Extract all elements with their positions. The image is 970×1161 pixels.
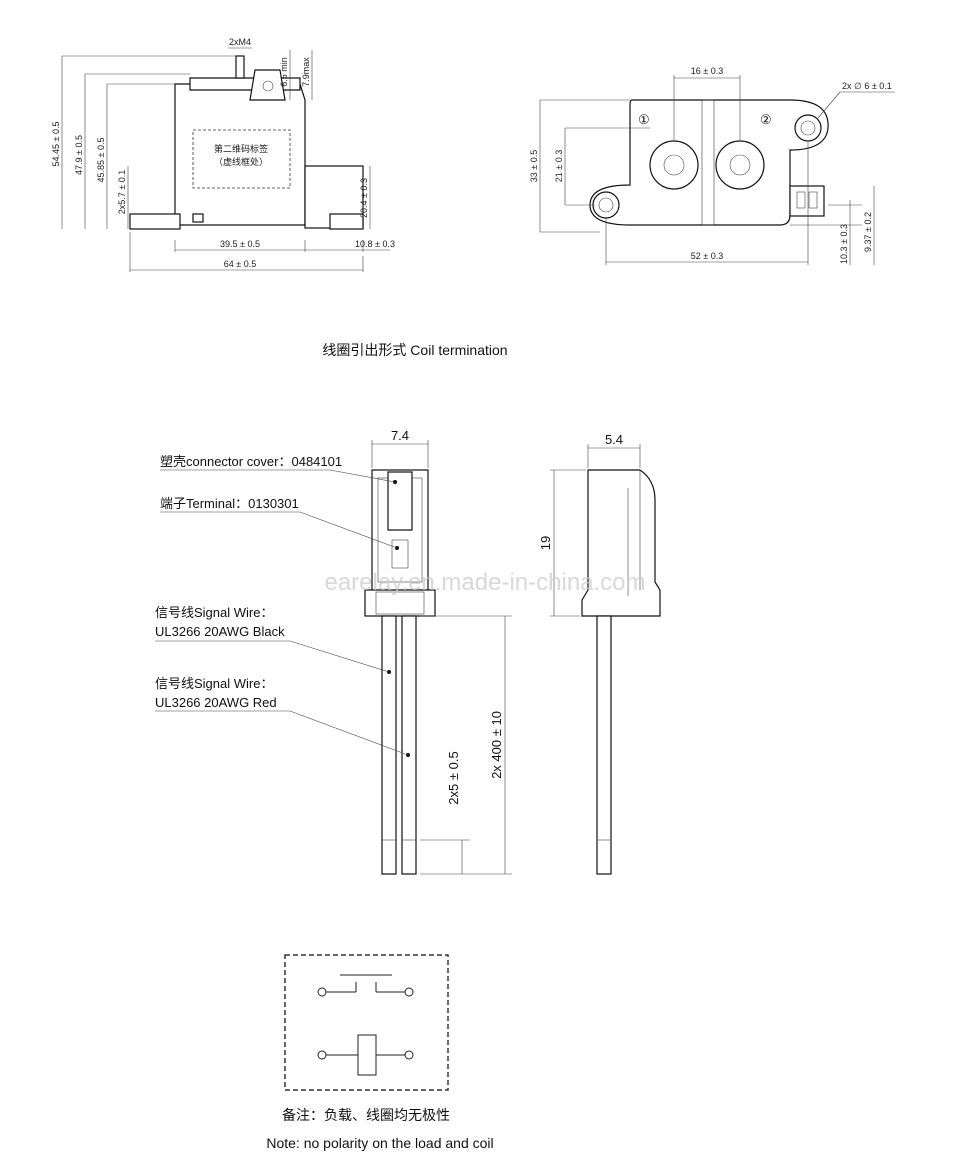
dim-front-width: 7.4 [391, 428, 409, 443]
section-title: 线圈引出形式 Coil termination [322, 342, 507, 358]
dim-wire-length: 2x 400 ± 10 [489, 711, 504, 779]
schematic-symbol [284, 954, 449, 1091]
dim-spacing: 16 ± 0.3 [691, 66, 723, 76]
watermark: earelay.en.made-in-china.com [324, 569, 645, 596]
dim-top-h2: 21 ± 0.3 [554, 150, 564, 182]
dim-min: 6.5 min [279, 57, 289, 87]
dim-w1: 39.5 ± 0.5 [220, 239, 260, 249]
callout-connector-cover: 塑壳connector cover：0484101 [160, 454, 342, 469]
terminal-1-marker: ① [638, 112, 650, 127]
callout-terminal: 端子Terminal：0130301 [160, 496, 299, 511]
dim-max: 7.9max [301, 57, 311, 87]
callout-wire-red-spec: UL3266 20AWG Red [155, 695, 277, 710]
dim-h3: 45.85 ± 0.5 [96, 138, 106, 183]
connector-side-view: 5.4 19 [538, 432, 661, 875]
dim-h4: 2x5.7 ± 0.1 [117, 170, 127, 214]
dim-thread: 2xM4 [229, 37, 251, 47]
dim-h5: 20.4 ± 0.3 [359, 178, 369, 218]
callout-wire-red-title: 信号线Signal Wire： [155, 676, 273, 691]
callout-wire-black-spec: UL3266 20AWG Black [155, 624, 285, 639]
dim-w3: 64 ± 0.5 [224, 259, 256, 269]
label-box-line1: 第二维码标签 [214, 143, 268, 154]
dim-h2: 47.9 ± 0.5 [74, 135, 84, 175]
connector-front-view: 7.4 2x 400 ± 10 2x5 ± 0.5 塑壳connector co… [155, 428, 512, 875]
dim-hole: 2x ∅ 6 ± 0.1 [842, 81, 892, 91]
dim-top-v2: 9.37 ± 0.2 [863, 212, 873, 252]
dim-strip-length: 2x5 ± 0.5 [446, 751, 461, 804]
dim-top-v1: 10.3 ± 0.3 [839, 224, 849, 264]
dim-h1: 54.45 ± 0.5 [51, 122, 61, 167]
terminal-2-marker: ② [760, 112, 772, 127]
dim-side-width: 5.4 [605, 432, 623, 447]
relay-side-view: 第二维码标签 （虚线框处） 54.45 ± 0.5 47.9 ± 0.5 45.… [51, 37, 395, 272]
dim-top-h1: 33 ± 0.5 [529, 150, 539, 182]
note-english: Note: no polarity on the load and coil [266, 1135, 493, 1151]
dim-side-height: 19 [538, 536, 553, 550]
dim-top-w1: 52 ± 0.3 [691, 251, 723, 261]
relay-top-view: ① ② 16 ± 0.3 2x ∅ 6 ± 0.1 33 ± 0.5 21 ± … [529, 66, 895, 265]
callout-wire-black-title: 信号线Signal Wire： [155, 605, 273, 620]
dim-w2: 10.8 ± 0.3 [355, 239, 395, 249]
label-box-line2: （虚线框处） [214, 156, 268, 167]
note-chinese: 备注：负载、线圈均无极性 [282, 1107, 450, 1123]
